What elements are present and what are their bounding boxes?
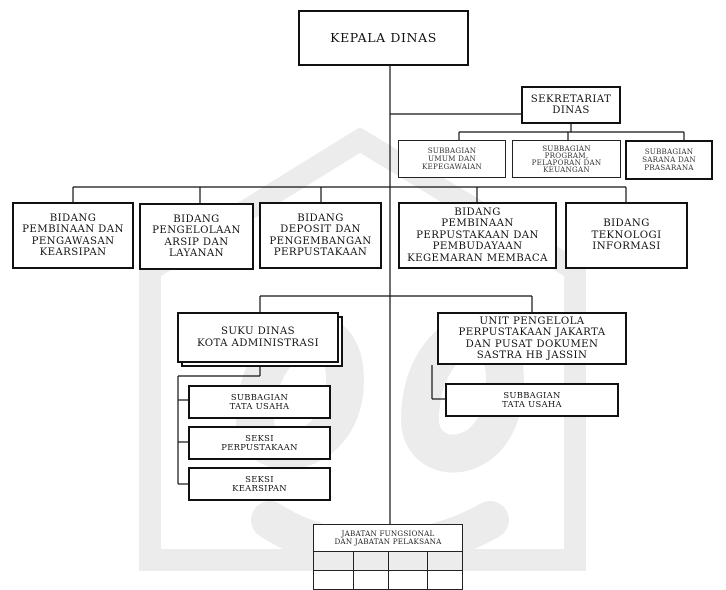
functional-positions-header: JABATAN FUNGSIONAL DAN JABATAN PELAKSANA <box>313 524 463 552</box>
upt-box: UNIT PENGELOLA PERPUSTAKAAN JAKARTA DAN … <box>437 312 627 365</box>
suku-dinas-subunit-perpustakaan: SEKSI PERPUSTAKAAN <box>188 426 331 460</box>
grid-cell <box>427 551 463 571</box>
suku-dinas-box: SUKU DINAS KOTA ADMINISTRASI <box>177 312 339 363</box>
division-pembinaan-kearsipan: BIDANG PEMBINAAN DAN PENGAWASAN KEARSIPA… <box>12 202 134 269</box>
grid-cell <box>427 570 463 590</box>
secretariat-subunit-sarana: SUBBAGIAN SARANA DAN PRASARANA <box>625 140 713 180</box>
upt-subunit-tata-usaha: SUBBAGIAN TATA USAHA <box>445 383 619 417</box>
grid-cell <box>313 570 354 590</box>
secretariat-subunit-program: SUBBAGIAN PROGRAM, PELAPORAN DAN KEUANGA… <box>512 140 621 178</box>
suku-dinas-subunit-kearsipan: SEKSI KEARSIPAN <box>188 467 331 501</box>
grid-cell <box>388 551 428 571</box>
grid-cell <box>353 570 389 590</box>
division-pembinaan-perpustakaan: BIDANG PEMBINAAN PERPUSTAKAAN DAN PEMBUD… <box>398 202 557 269</box>
grid-cell <box>313 551 354 571</box>
division-deposit-perpustakaan: BIDANG DEPOSIT DAN PENGEMBANGAN PERPUSTA… <box>259 202 382 269</box>
division-teknologi-informasi: BIDANG TEKNOLOGI INFORMASI <box>565 202 688 269</box>
head-box-kepala-dinas: KEPALA DINAS <box>298 10 469 66</box>
grid-cell <box>353 551 389 571</box>
grid-cell <box>388 570 428 590</box>
division-pengelolaan-arsip: BIDANG PENGELOLAAN ARSIP DAN LAYANAN <box>139 203 254 270</box>
secretariat-box: SEKRETARIAT DINAS <box>521 86 621 124</box>
secretariat-subunit-umum: SUBBAGIAN UMUM DAN KEPEGAWAIAN <box>398 140 506 178</box>
suku-dinas-subunit-tata-usaha: SUBBAGIAN TATA USAHA <box>188 385 331 419</box>
